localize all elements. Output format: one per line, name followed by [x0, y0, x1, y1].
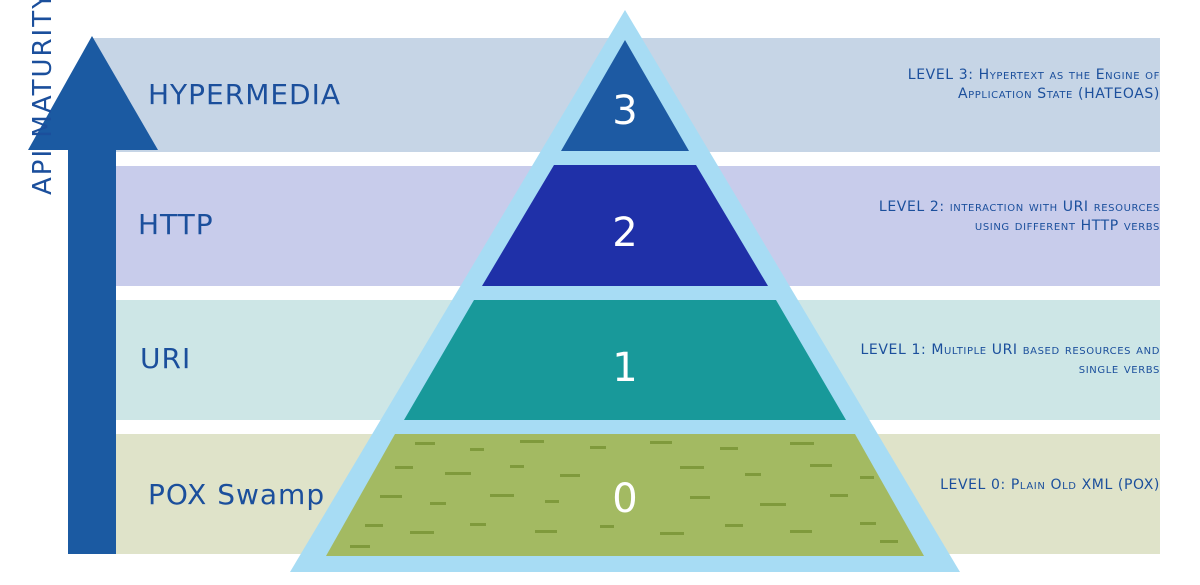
pyramid-tier-2: [482, 165, 768, 286]
tier-0-number: 0: [612, 476, 637, 522]
level-0-description: LEVEL 0: Plain Old XML (POX): [940, 477, 1160, 493]
level-3-description: LEVEL 3: Hypertext as the Engine of Appl…: [907, 67, 1160, 102]
level-2-name: HTTP: [138, 208, 214, 241]
level-0-name: POX Swamp: [148, 478, 326, 511]
level-1-description: LEVEL 1: Multiple URI based resources an…: [860, 342, 1160, 377]
maturity-arrow: [28, 36, 158, 554]
tier-2-number: 2: [612, 210, 637, 256]
pyramid-tier-3: [561, 40, 689, 151]
swamp-texture: [350, 440, 898, 548]
tier-1-number: 1: [612, 345, 637, 391]
level-2-description: LEVEL 2: interaction with URI resources …: [878, 199, 1160, 234]
tier-3-number: 3: [612, 88, 637, 134]
api-maturity-axis-label: API MATURITY: [28, 0, 58, 196]
pyramid-tier-1: [404, 300, 846, 420]
level-3-name: HYPERMEDIA: [148, 78, 342, 111]
pyramid-outline: [290, 10, 960, 572]
level-1-name: URI: [140, 342, 192, 375]
